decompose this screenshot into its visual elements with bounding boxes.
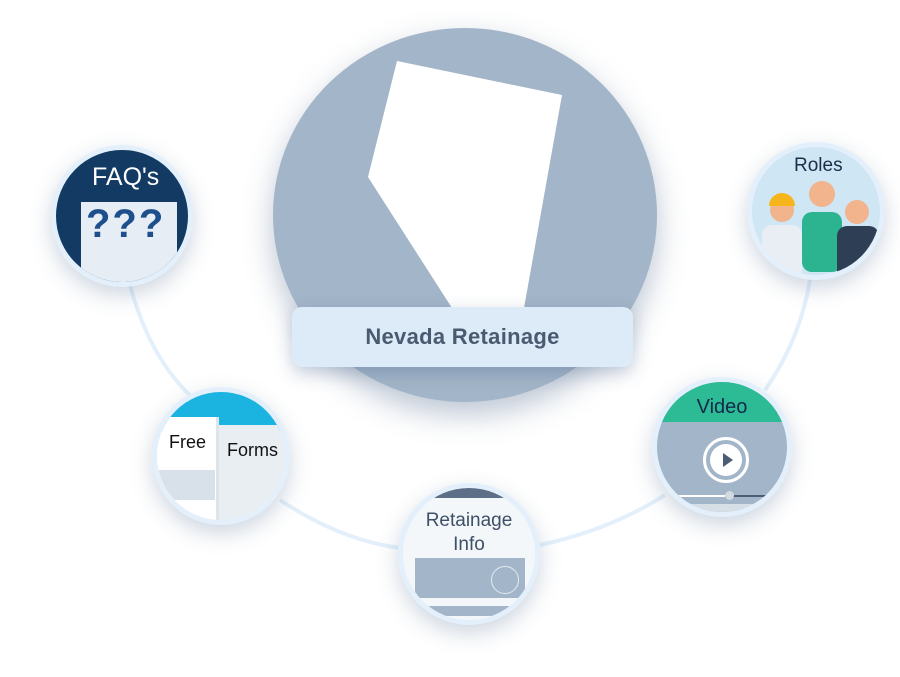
faq-node[interactable]: FAQ's ???: [51, 145, 193, 287]
seal-icon: [491, 566, 519, 594]
video-label: Video: [696, 396, 748, 418]
form-sheet-back: [217, 425, 285, 520]
free-forms-node[interactable]: Free Forms: [152, 387, 290, 525]
roles-label: Roles: [794, 155, 843, 176]
info-bar: [415, 606, 525, 616]
video-header: [657, 382, 787, 422]
progress-bar[interactable]: [672, 491, 787, 500]
video-footer: [657, 504, 787, 512]
retainage-label: Retainage: [425, 510, 513, 531]
roles-node[interactable]: Roles: [747, 142, 885, 280]
question-marks-icon: ???: [86, 202, 166, 246]
form-sheet-front: [157, 417, 219, 520]
free-label: Free: [169, 432, 207, 452]
info-label: Info: [453, 534, 485, 555]
faq-label: FAQ's: [92, 163, 160, 191]
form-field: [157, 470, 215, 500]
people-illustration-icon: [762, 181, 879, 275]
question-sheet: [81, 202, 177, 282]
retainage-info-node[interactable]: Retainage Info: [398, 483, 540, 625]
video-node[interactable]: Video: [652, 377, 792, 517]
play-button-icon[interactable]: [703, 437, 749, 483]
info-header: [418, 488, 530, 498]
forms-label: Forms: [227, 440, 278, 460]
nevada-retainage-label[interactable]: Nevada Retainage: [292, 307, 633, 367]
